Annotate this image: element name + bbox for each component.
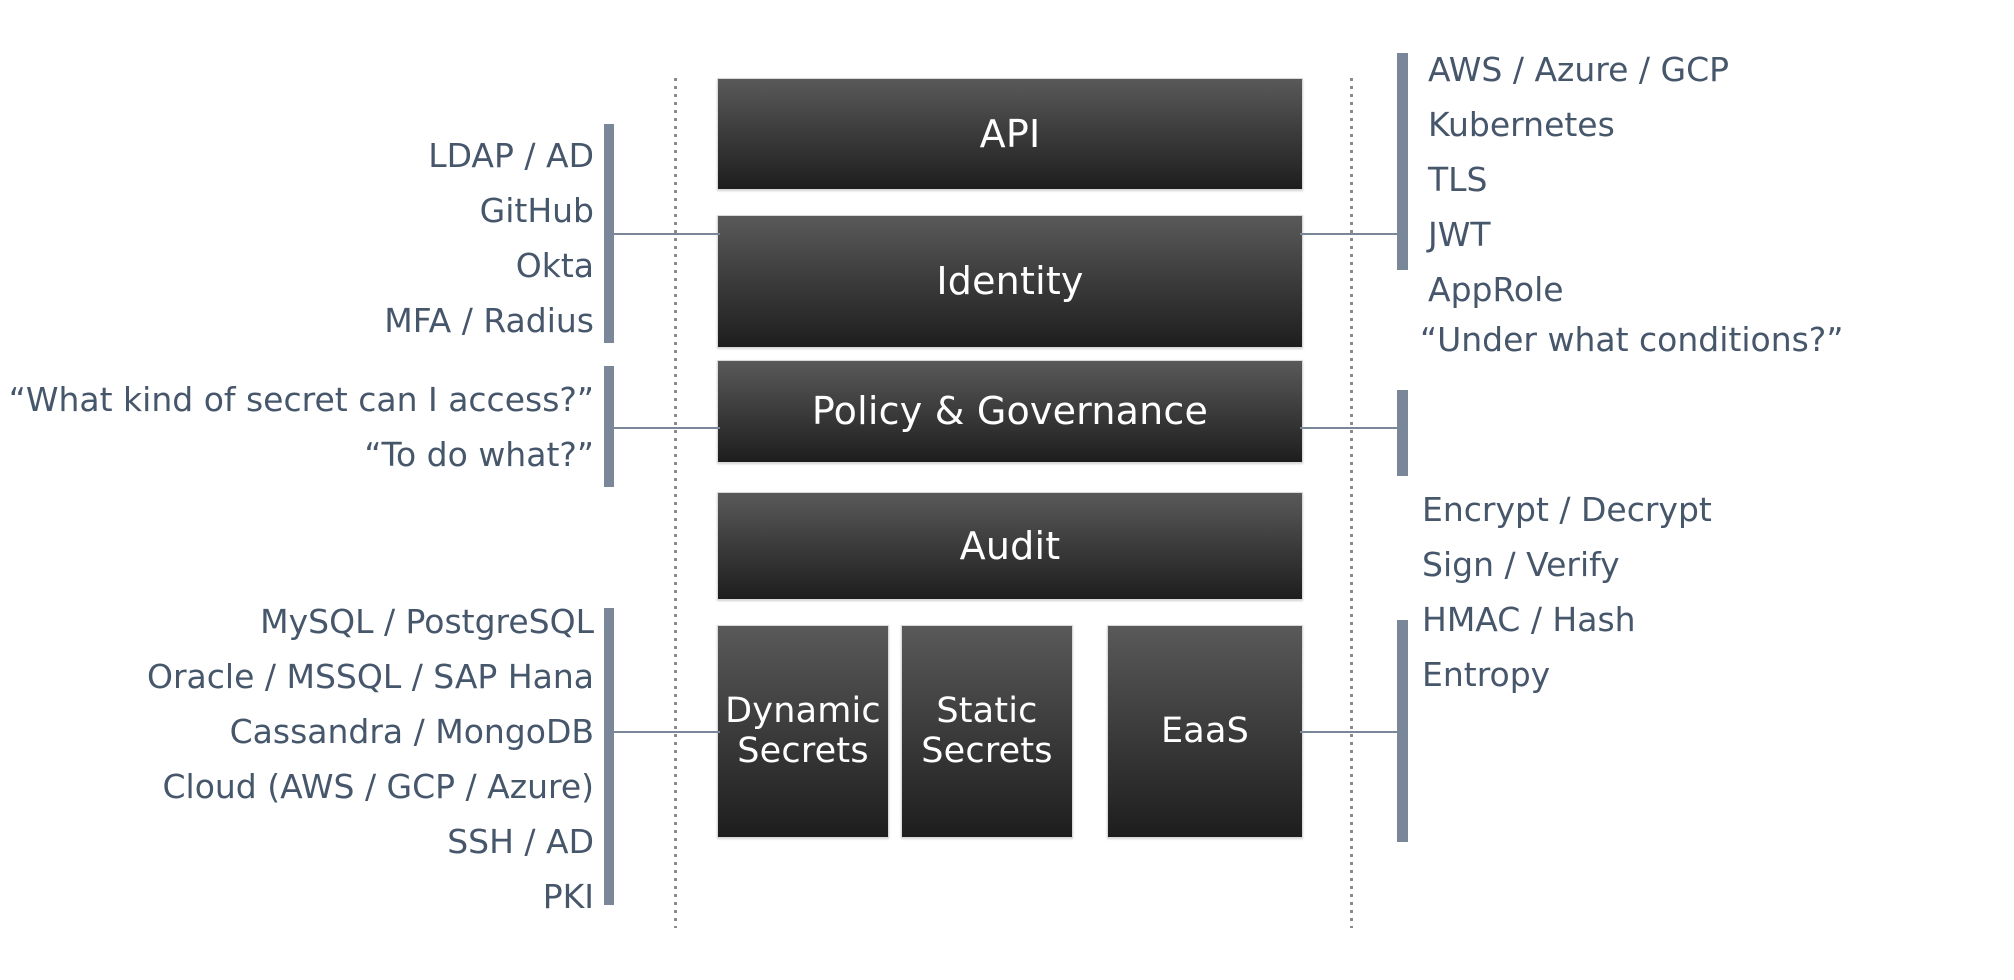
- label-item: AWS / Azure / GCP: [1428, 50, 1730, 89]
- label-group-right-secrets: Encrypt / Decrypt Sign / Verify HMAC / H…: [1422, 482, 1712, 702]
- label-item: GitHub: [479, 191, 594, 230]
- dotted-guide-left: [674, 78, 677, 928]
- rail-left-policy: [604, 366, 614, 487]
- connector-left-identity: [610, 233, 720, 235]
- label-item: HMAC / Hash: [1422, 600, 1636, 639]
- label-group-left-secrets: MySQL / PostgreSQL Oracle / MSSQL / SAP …: [147, 594, 594, 924]
- connector-left-policy: [610, 427, 720, 429]
- label-item: PKI: [542, 877, 594, 916]
- label-item: “What kind of secret can I access?”: [8, 380, 594, 419]
- dotted-guide-right: [1350, 78, 1353, 928]
- connector-right-secrets: [1300, 731, 1404, 733]
- rail-left-secrets: [604, 608, 614, 905]
- label-item: Okta: [515, 246, 594, 285]
- core-box-api-label: API: [979, 111, 1041, 156]
- rail-right-policy: [1397, 390, 1408, 476]
- label-item: AppRole: [1428, 270, 1564, 309]
- label-group-right-identity: AWS / Azure / GCP Kubernetes TLS JWT App…: [1428, 42, 1729, 317]
- core-box-audit-label: Audit: [959, 523, 1061, 568]
- core-box-identity-label: Identity: [936, 259, 1084, 304]
- label-item: “Under what conditions?”: [1420, 320, 1844, 359]
- core-box-api[interactable]: API: [717, 78, 1303, 190]
- label-group-right-policy: “Under what conditions?”: [1420, 312, 1843, 367]
- engine-box-static-secrets-label: Static Secrets: [921, 691, 1053, 771]
- rail-left-identity: [604, 124, 614, 343]
- label-group-left-policy: “What kind of secret can I access?” “To …: [9, 372, 594, 482]
- connector-left-secrets: [610, 731, 720, 733]
- label-item: Sign / Verify: [1422, 545, 1620, 584]
- core-box-audit[interactable]: Audit: [717, 492, 1303, 600]
- core-box-identity[interactable]: Identity: [717, 215, 1303, 348]
- label-item: TLS: [1428, 160, 1488, 199]
- label-item: JWT: [1428, 215, 1491, 254]
- label-item: SSH / AD: [447, 822, 594, 861]
- engine-box-eaas-label: EaaS: [1160, 710, 1250, 751]
- label-item: MFA / Radius: [384, 301, 594, 340]
- label-item: Kubernetes: [1428, 105, 1615, 144]
- engine-box-dynamic-secrets[interactable]: Dynamic Secrets: [717, 625, 889, 838]
- rail-right-identity: [1397, 53, 1408, 270]
- label-item: Encrypt / Decrypt: [1422, 490, 1712, 529]
- label-item: Entropy: [1422, 655, 1551, 694]
- label-group-left-identity: LDAP / AD GitHub Okta MFA / Radius: [384, 128, 594, 348]
- label-item: LDAP / AD: [428, 136, 594, 175]
- engine-box-static-secrets[interactable]: Static Secrets: [901, 625, 1073, 838]
- connector-right-policy: [1300, 427, 1404, 429]
- core-box-policy-governance-label: Policy & Governance: [811, 389, 1209, 434]
- label-item: MySQL / PostgreSQL: [260, 602, 594, 641]
- engine-box-eaas[interactable]: EaaS: [1107, 625, 1303, 838]
- label-item: Oracle / MSSQL / SAP Hana: [147, 657, 594, 696]
- connector-right-identity: [1300, 233, 1404, 235]
- label-item: “To do what?”: [364, 435, 594, 474]
- label-item: Cassandra / MongoDB: [229, 712, 594, 751]
- label-item: Cloud (AWS / GCP / Azure): [162, 767, 594, 806]
- core-box-policy-governance[interactable]: Policy & Governance: [717, 360, 1303, 463]
- engine-box-dynamic-secrets-label: Dynamic Secrets: [725, 691, 881, 771]
